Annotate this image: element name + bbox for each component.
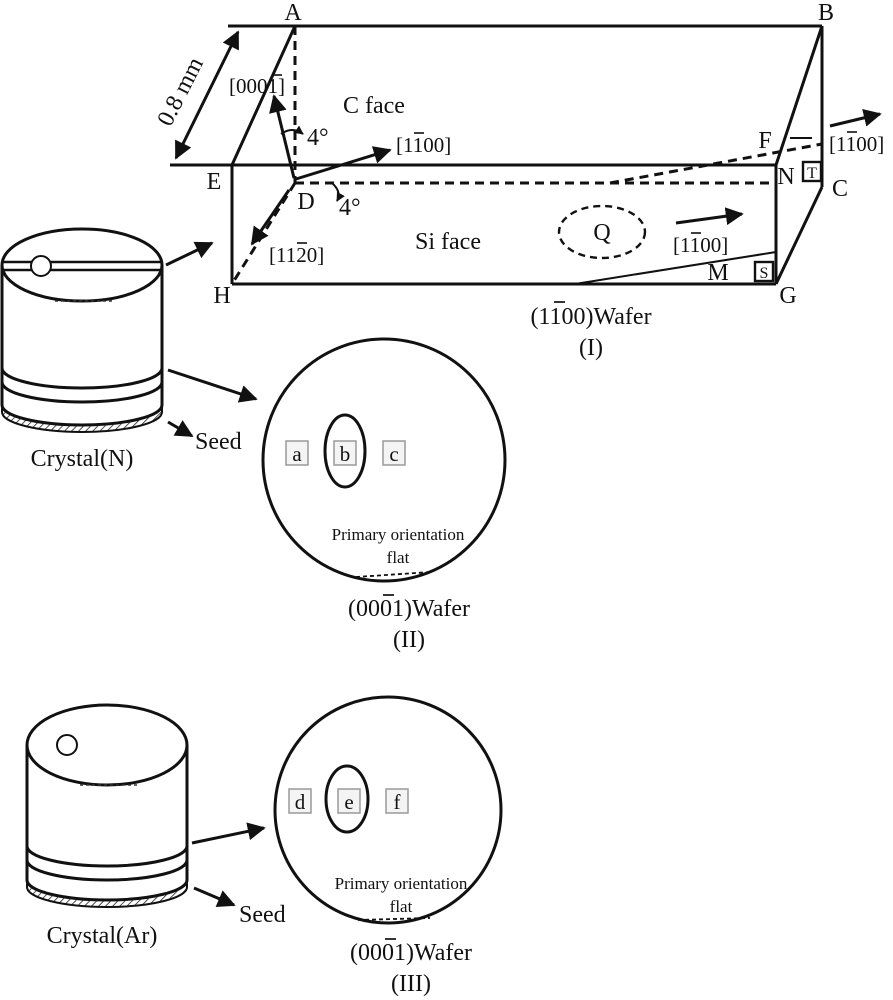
wafer-iii-roman: (III) (391, 971, 431, 997)
direction-arrow-inner (675, 207, 744, 226)
wafer-ii-sample-b: b (340, 442, 351, 466)
wafer-iii-sample-e-box (337, 788, 361, 814)
vertex-G: G (779, 283, 796, 309)
wafer-prism: 0.8 mm A B C D E F G H M N S T [0001] 4°… (153, 0, 885, 361)
hidden-edge-D-H (230, 182, 297, 285)
wafer-iii: d e f Primary orientation flat (0001)Waf… (273, 695, 503, 997)
wafer-ii-sample-a: a (292, 442, 302, 466)
direction-label-right: [1100] (829, 132, 884, 156)
wafer-ii: a b c Primary orientation flat (0001)Waf… (261, 337, 507, 653)
crystal-ar-arrow-to-wafer-iii (191, 822, 266, 845)
angle-arc-top (280, 125, 304, 135)
crystal-ar-arrow-to-seed (193, 886, 236, 907)
cut-line-M (574, 251, 777, 285)
wafer-iii-flat-label-2: flat (390, 897, 413, 916)
wafer-iii-flat-label-1: Primary orientation (335, 874, 468, 893)
wafer-iii-sample-d-box (288, 788, 312, 814)
region-q-label: Q (593, 220, 610, 246)
wafer-iii-center-ring (324, 764, 370, 834)
c-axis-label: [0001] (229, 74, 285, 98)
crystal-n: Seed Crystal(N) (0, 227, 258, 472)
wafer-i-label: (1100)Wafer (530, 304, 651, 330)
wafer-iii-sample-f: f (394, 790, 401, 814)
crystal-ar-sample-mark (56, 734, 78, 756)
vertex-C: C (832, 176, 848, 202)
crystal-n-top (0, 227, 164, 303)
direction-label-1120: [1120] (269, 243, 324, 267)
wafer-ii-center-ring (323, 413, 367, 489)
wafer-ii-sample-b-box (333, 440, 357, 466)
crystal-ar-top (25, 703, 189, 787)
crystal-ar-seed-layer (26, 879, 188, 908)
crystal-ar-band-bottom (25, 859, 189, 882)
crystal-n-arrow-to-wafer-i (165, 241, 214, 267)
wafer-iii-sample-e: e (344, 790, 353, 814)
si-face-label: Si face (415, 229, 481, 255)
crystal-n-band-bottom (0, 381, 164, 404)
direction-label-inner: [1100] (673, 233, 728, 257)
vertex-H: H (213, 283, 230, 309)
edge-F-B (774, 25, 824, 166)
wafer-ii-flat-label-2: flat (387, 548, 410, 567)
direction-arrow-1120 (250, 189, 291, 246)
sample-s-box (753, 260, 775, 283)
direction-arrow-right (829, 109, 882, 128)
c-face-label: C face (343, 93, 405, 119)
angle-bottom-label: 4° (339, 195, 361, 221)
crystal-n-sample-mark (30, 255, 52, 277)
wafer-ii-flat-label-1: Primary orientation (332, 525, 465, 544)
crystal-n-label: Crystal(N) (31, 446, 134, 472)
edge-G-C (774, 186, 824, 285)
wafer-ii-flat (355, 571, 432, 578)
wafer-ii-sample-c-box (382, 440, 406, 466)
wafer-ii-roman: (II) (393, 627, 425, 653)
crystal-ar: Seed Crystal(Ar) (25, 703, 286, 949)
wafer-iii-sample-d: d (295, 790, 306, 814)
vertex-E: E (207, 169, 222, 195)
vertex-M: M (707, 260, 728, 286)
wafer-ii-sample-c: c (389, 442, 398, 466)
thickness-dimension (174, 30, 240, 160)
region-q-outline (557, 204, 647, 260)
direction-label-top: [1100] (396, 133, 451, 157)
crystal-ar-band-top (25, 845, 189, 868)
edge-E-A (230, 25, 297, 166)
angle-top-label: 4° (307, 125, 329, 151)
wafer-iii-flat (357, 917, 431, 921)
vertex-F: F (758, 128, 771, 154)
crystal-ar-seed-label: Seed (239, 902, 286, 928)
crystal-n-band-top (0, 367, 164, 390)
vertex-D: D (297, 189, 314, 215)
crystal-ar-label: Crystal(Ar) (47, 923, 158, 949)
vertex-A: A (284, 0, 302, 26)
vertex-N: N (777, 164, 794, 190)
hidden-cut-line (609, 142, 823, 185)
angle-arc-bottom (331, 182, 345, 202)
crystal-n-seed-layer (1, 404, 163, 433)
direction-arrow-top (295, 146, 392, 181)
crystal-n-seed-label: Seed (195, 429, 242, 455)
vertex-B: B (818, 0, 834, 26)
wafer-iii-sample-f-box (385, 788, 409, 814)
wafer-iii-label: (0001)Wafer (350, 940, 472, 966)
crystal-n-arrow-to-wafer-ii (167, 368, 258, 403)
sample-t-box (801, 160, 823, 183)
sample-s-label: S (760, 265, 769, 282)
sample-t-label: T (807, 165, 817, 182)
crystal-n-arrow-to-seed (167, 420, 194, 438)
wafer-i-roman: (I) (579, 335, 603, 361)
thickness-label: 0.8 mm (153, 53, 210, 130)
wafer-ii-label: (0001)Wafer (348, 596, 470, 622)
wafer-ii-sample-a-box (285, 440, 309, 466)
c-axis-arrow (269, 94, 296, 179)
